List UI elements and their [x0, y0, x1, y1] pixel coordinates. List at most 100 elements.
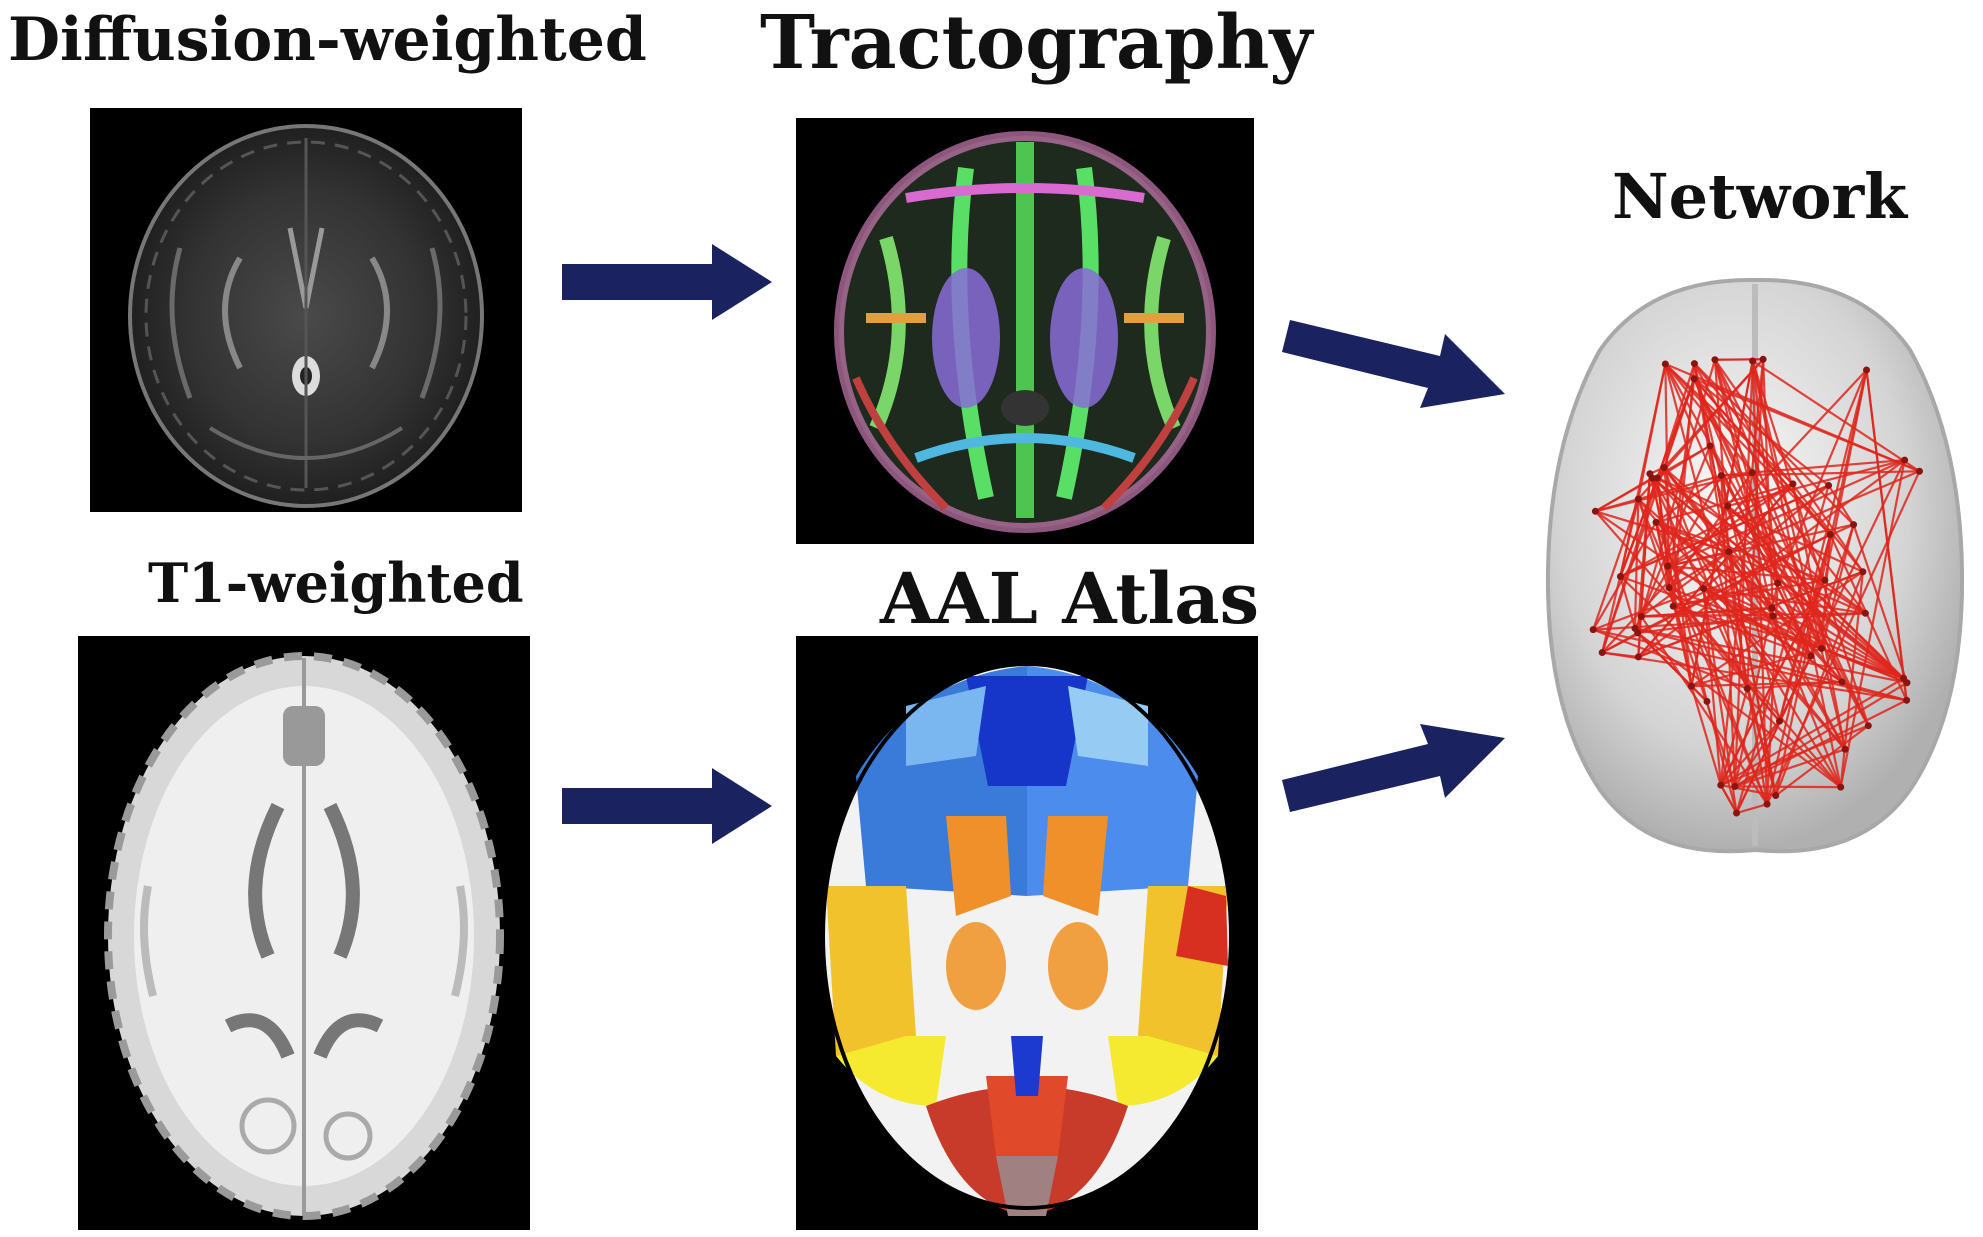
- network-edge: [1667, 483, 1794, 568]
- network-edge: [1667, 550, 1729, 568]
- arrow-tractography-to-network: [1282, 296, 1510, 416]
- network-edge: [1592, 498, 1640, 630]
- network-node: [1769, 612, 1777, 620]
- network-node: [1690, 375, 1698, 383]
- brain-network-icon: [1545, 277, 1965, 854]
- network-edge: [1771, 607, 1905, 680]
- network-edge: [1693, 378, 1870, 727]
- t1-weighted-image: [78, 636, 530, 1230]
- network-edge: [1775, 724, 1869, 797]
- network-edge: [1823, 369, 1868, 581]
- network-node: [1733, 809, 1741, 817]
- network-edge: [1751, 360, 1847, 750]
- network-edge: [1852, 524, 1909, 684]
- network-edge: [1637, 498, 1736, 787]
- network-node: [1763, 800, 1771, 808]
- network-edge: [1735, 485, 1830, 814]
- network-node: [1863, 366, 1871, 374]
- network-edge: [1713, 359, 1826, 581]
- network-node: [1690, 360, 1698, 368]
- network-edge: [1705, 701, 1738, 814]
- network-edge: [1690, 685, 1722, 786]
- network-edge: [1751, 360, 1779, 584]
- network-node: [1706, 442, 1714, 450]
- network-node: [1915, 467, 1923, 475]
- network-edge: [1619, 482, 1794, 578]
- network-node: [1748, 469, 1756, 477]
- diffusion-weighted-image: [90, 108, 522, 512]
- network-edge: [1726, 505, 1867, 615]
- network-edge: [1751, 472, 1870, 727]
- network-edge: [1649, 473, 1843, 683]
- diagonal-down-arrow-icon: [1282, 320, 1505, 408]
- network-node: [1789, 480, 1797, 488]
- network-edge: [1719, 784, 1738, 814]
- network-node: [1859, 568, 1867, 576]
- network-edge: [1693, 362, 1864, 573]
- network-node: [1850, 521, 1858, 529]
- network-node: [1772, 792, 1780, 800]
- tractography-label: Tractography: [760, 0, 1313, 86]
- network-edge: [1664, 363, 1775, 617]
- network-node: [1717, 472, 1725, 480]
- network-node: [1634, 629, 1642, 637]
- network-node: [1652, 518, 1660, 526]
- right-arrow-icon: [562, 768, 772, 844]
- diagonal-up-arrow-icon: [1282, 724, 1505, 812]
- network-node: [1759, 355, 1767, 363]
- network-edge: [1736, 803, 1768, 815]
- network-edge: [1690, 570, 1864, 688]
- network-edge: [1766, 470, 1921, 805]
- network-edge: [1776, 369, 1868, 584]
- network-node: [1818, 645, 1826, 653]
- network-node: [1743, 685, 1751, 693]
- aal-atlas-label: AAL Atlas: [880, 557, 1259, 640]
- network-edge: [1592, 628, 1748, 690]
- tractography-brain-icon: [834, 131, 1216, 533]
- tractography-image: [796, 118, 1254, 544]
- network-edge: [1733, 607, 1774, 787]
- network-node: [1634, 495, 1642, 503]
- network-edge: [1664, 363, 1867, 614]
- network-edge: [1751, 360, 1870, 727]
- network-node: [1665, 584, 1673, 592]
- network-edge: [1778, 369, 1868, 722]
- network-node: [1646, 470, 1654, 478]
- network-node: [1774, 579, 1782, 587]
- network-node: [1598, 649, 1606, 657]
- network-node: [1901, 456, 1909, 464]
- network-image: [1530, 270, 1980, 870]
- network-nodes: [1589, 355, 1923, 817]
- network-node: [1664, 562, 1672, 570]
- network-edge: [1601, 369, 1868, 654]
- network-node: [1776, 717, 1784, 725]
- network-edge: [1752, 360, 1921, 473]
- network-node: [1703, 697, 1711, 705]
- network-node: [1725, 548, 1733, 556]
- network-node: [1749, 357, 1757, 365]
- network-edge: [1592, 587, 1704, 631]
- network-edge: [1672, 582, 1778, 608]
- network-node: [1669, 602, 1677, 610]
- network-edge: [1664, 363, 1794, 485]
- network-edge: [1668, 550, 1730, 589]
- network-edge: [1720, 475, 1736, 787]
- network-edge: [1595, 474, 1722, 513]
- network-edge: [1641, 606, 1773, 618]
- network-edge: [1667, 459, 1906, 568]
- network-edge: [1734, 699, 1908, 788]
- network-edge: [1770, 582, 1779, 609]
- network-node: [1700, 584, 1708, 592]
- network-edges: [1592, 358, 1921, 815]
- network-node: [1826, 531, 1834, 539]
- network-node: [1616, 572, 1624, 580]
- network-edge: [1655, 521, 1826, 582]
- t1-weighted-label: T1-weighted: [148, 551, 524, 615]
- network-edge: [1734, 681, 1908, 788]
- network-node: [1660, 464, 1668, 472]
- network-node: [1837, 783, 1845, 791]
- network-node: [1807, 652, 1815, 660]
- arrow-diffusion-to-tractography: [562, 242, 772, 322]
- network-node: [1825, 481, 1833, 489]
- diffusion-weighted-brain-icon: [128, 124, 484, 508]
